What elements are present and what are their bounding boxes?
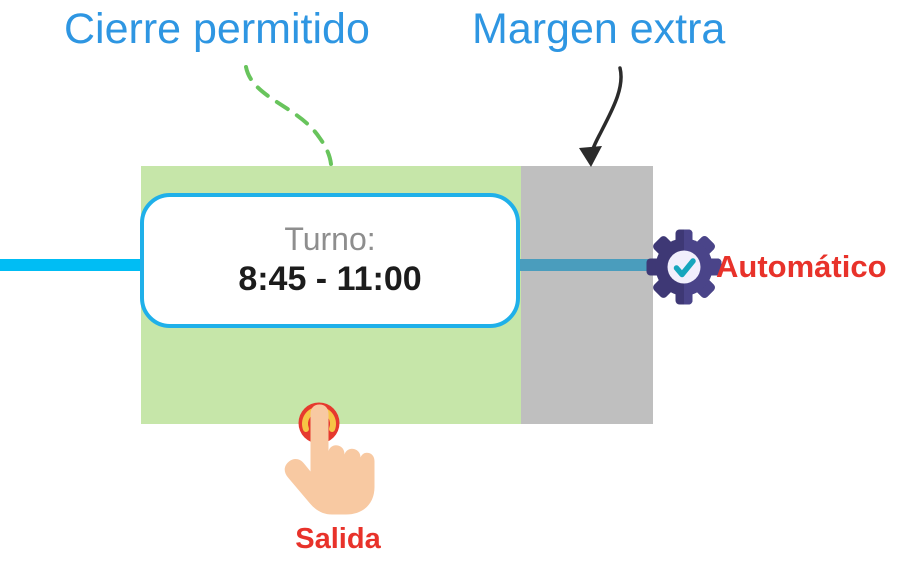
dashed-connector: [244, 65, 333, 166]
shift-label: Turno:: [284, 221, 376, 258]
timeline-left-segment: [0, 259, 143, 271]
timeline-right-segment: [517, 259, 659, 271]
shift-box: Turno: 8:45 - 11:00: [140, 193, 520, 328]
arrow-connector: [591, 66, 623, 151]
allowed-close-label: Cierre permitido: [64, 5, 370, 53]
extra-margin-label: Margen extra: [472, 5, 726, 53]
shift-time-range: 8:45 - 11:00: [238, 260, 422, 299]
extra-margin-zone: [521, 166, 653, 424]
automatic-label: Automático: [716, 249, 887, 284]
arrow-head-icon: [579, 146, 602, 167]
exit-label: Salida: [295, 523, 381, 555]
